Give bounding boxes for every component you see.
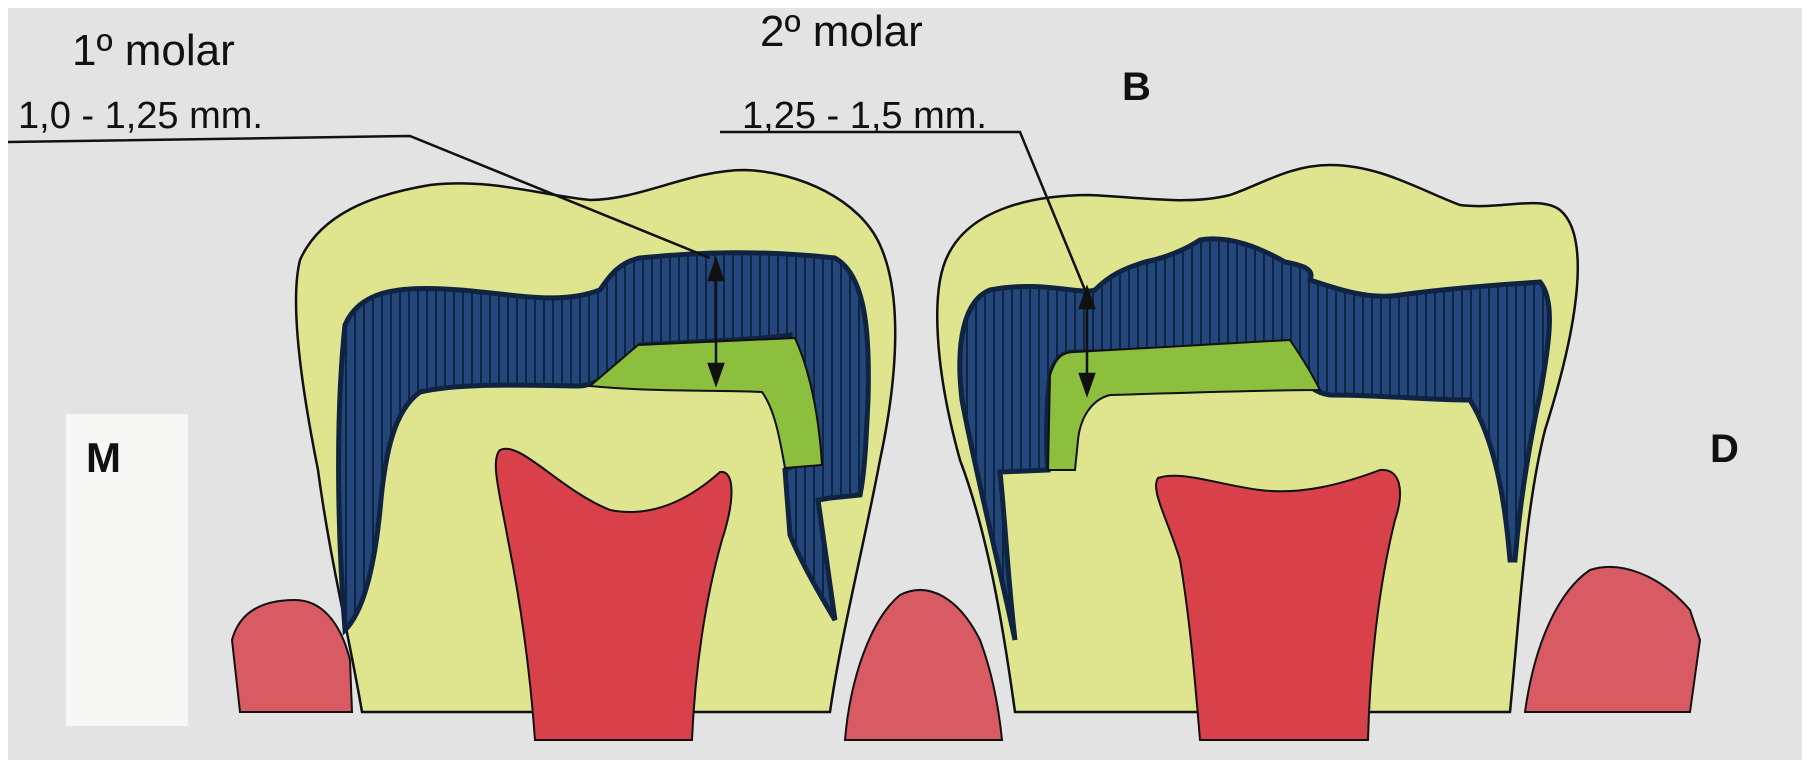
second-molar-measurement: 1,25 - 1,5 mm. [742, 95, 987, 137]
second-molar-name: 2º molar [760, 7, 923, 56]
buccal-label: B [1122, 65, 1151, 109]
first-molar-measurement: 1,0 - 1,25 mm. [18, 95, 263, 137]
mesial-label: M [86, 434, 121, 482]
first-molar [296, 170, 895, 740]
distal-label: D [1710, 427, 1739, 471]
second-molar [937, 165, 1578, 740]
mesial-label-box [66, 414, 188, 726]
first-molar-name: 1º molar [72, 26, 235, 75]
